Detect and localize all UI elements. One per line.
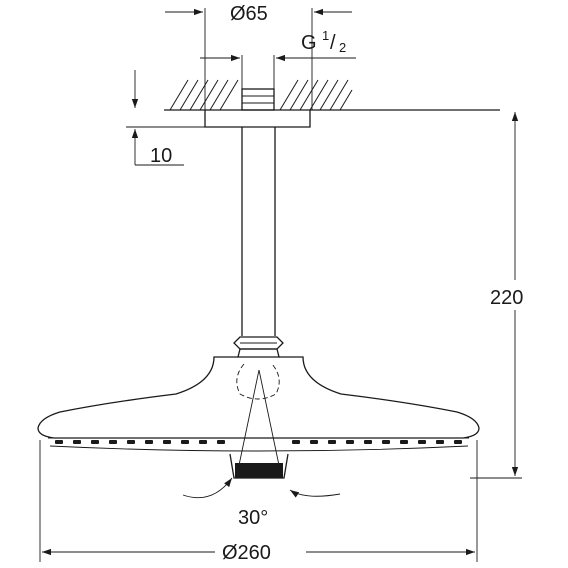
thread-letter-label: G [301,32,317,54]
height-label: 220 [490,287,523,309]
head-diameter-dimension [39,440,478,562]
height-dimension [470,112,522,479]
thread-denominator-label: 2 [339,40,346,55]
spray-angle-lines [182,369,341,499]
ceiling-flange [204,110,311,128]
center-spray-disc [229,453,289,479]
thread-numerator-label: 1 [322,28,329,43]
thread-callout [200,54,356,89]
flange-diameter-dimension [165,8,352,110]
flange-diameter-label: Ø65 [230,3,268,25]
shower-head-body [37,356,480,439]
spray-angle-label: 30° [238,507,268,529]
nozzle-row [55,440,462,444]
head-diameter-label: Ø260 [222,542,271,564]
thread-slash-label: / [330,32,336,54]
shower-arm [241,127,276,336]
ball-joint-outline [236,363,280,400]
ceiling-hatch [169,79,353,111]
ceiling-gap-dimension [126,70,205,166]
thread-connector [241,88,275,111]
ceiling-gap-label: 10 [150,145,172,167]
swivel-joint [233,336,284,358]
